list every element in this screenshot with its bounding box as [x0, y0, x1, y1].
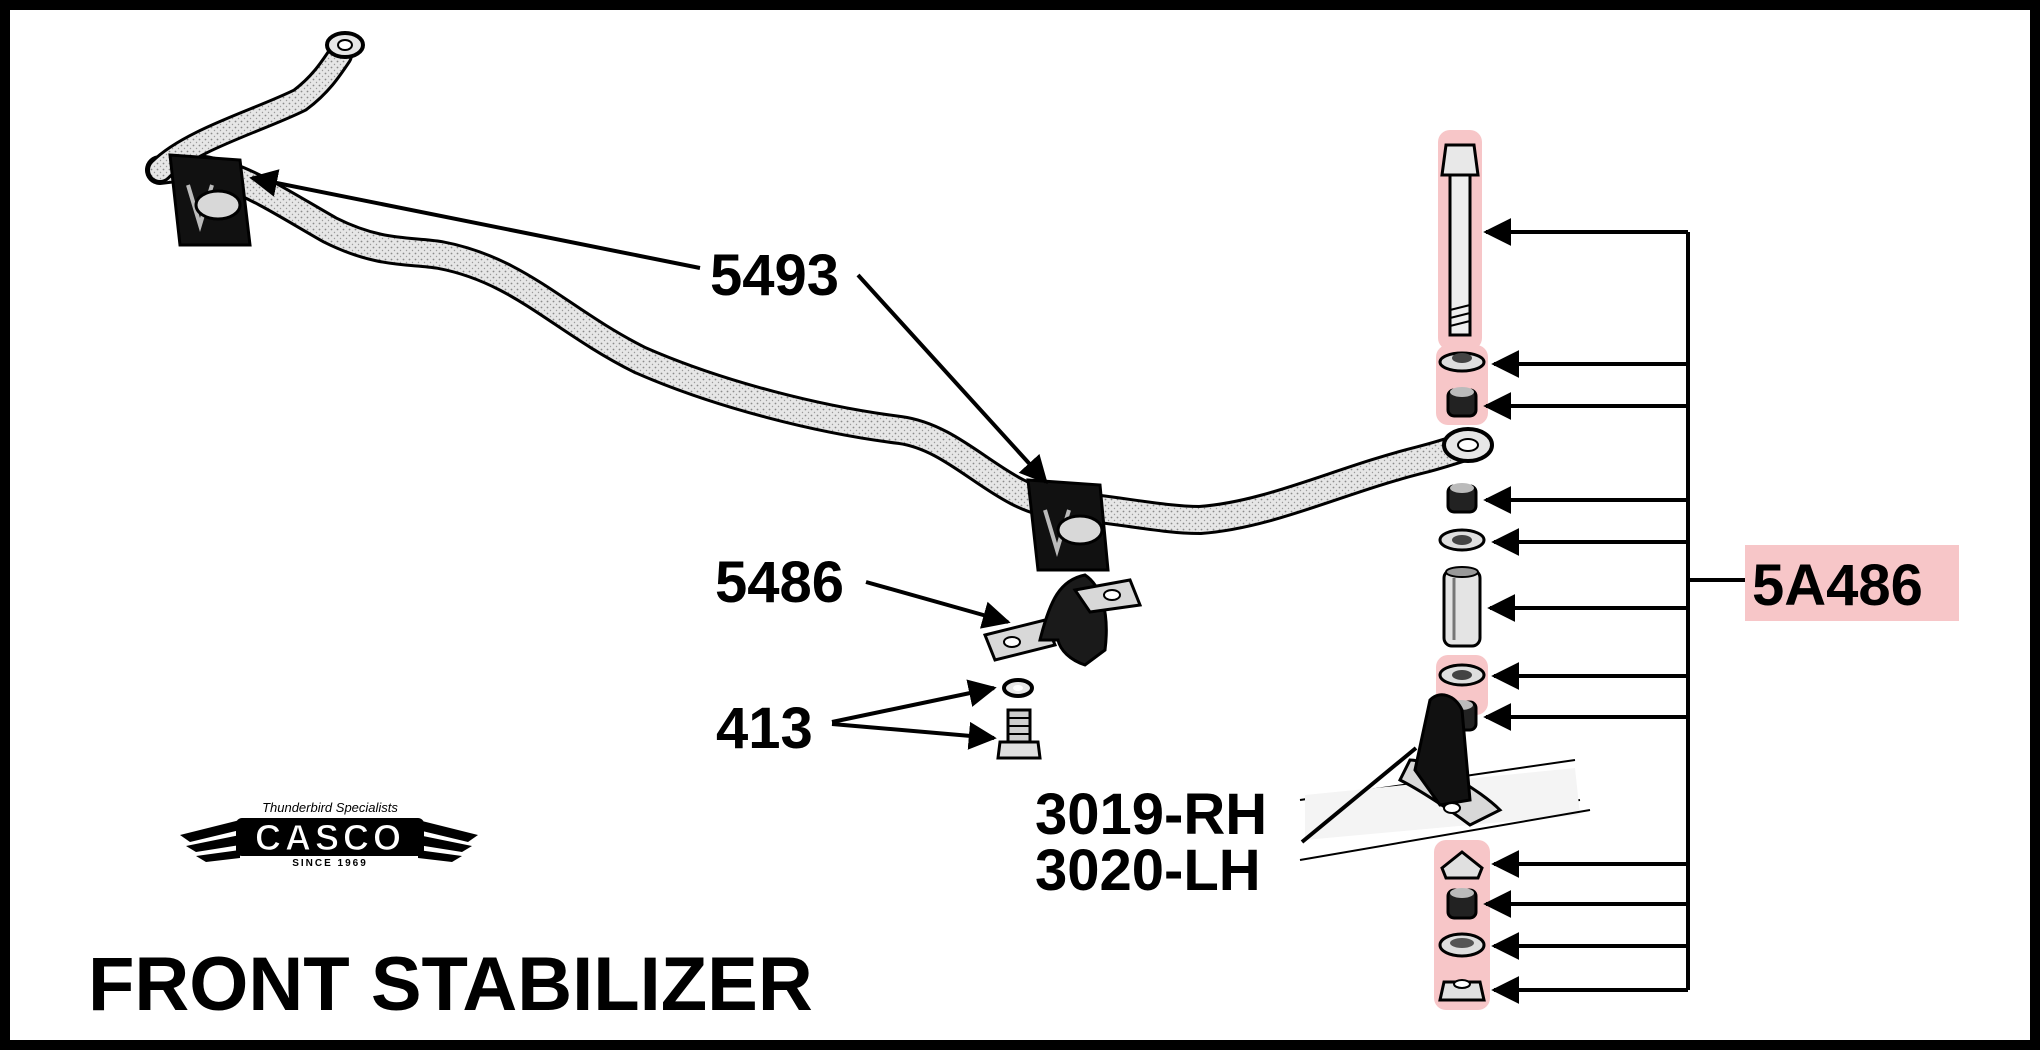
label-5493: 5493 [710, 243, 839, 308]
bottom-bushing-icon [1446, 888, 1478, 920]
logo-brand: CASCO [255, 817, 405, 858]
bushing-left-icon [168, 153, 252, 247]
castle-nut-icon [1438, 979, 1486, 1002]
spacer-sleeve-icon [1442, 566, 1482, 648]
control-arm-bracket-icon [1299, 693, 1591, 861]
bolt-icon [996, 708, 1042, 760]
middle-washer-icon [1438, 528, 1486, 552]
leader-5493 [249, 169, 1048, 485]
logo-since: SINCE 1969 [292, 858, 368, 869]
label-3019-rh: 3019-RH [1035, 782, 1267, 847]
bottom-retainer-icon [1440, 850, 1484, 880]
leader-5486 [865, 580, 1011, 629]
bottom-washer-icon [1438, 932, 1486, 958]
leader-3019-3020 [1300, 746, 1418, 844]
bushing-center-icon [1026, 478, 1110, 572]
label-3020-lh: 3020-LH [1035, 838, 1261, 903]
upper-washer-icon [1438, 351, 1486, 373]
stabilizer-bar [145, 31, 1494, 536]
middle-bushing-icon [1446, 483, 1478, 514]
lower-washer-icon [1438, 663, 1486, 687]
bracket-icon [982, 573, 1143, 667]
casco-logo: Thunderbird Specialists CASCO SINCE 1969 [180, 800, 478, 869]
label-413: 413 [716, 696, 813, 761]
label-5A486: 5A486 [1752, 553, 1923, 618]
lock-washer-icon [1002, 678, 1034, 698]
logo-tagline: Thunderbird Specialists [262, 800, 398, 815]
leader-413 [831, 679, 997, 750]
link-bolt-icon [1440, 143, 1480, 337]
leader-5A486 [1483, 218, 1752, 1004]
label-5486: 5486 [715, 550, 844, 615]
label-5A486-highlight [1745, 545, 1959, 621]
upper-bushing-icon [1446, 387, 1478, 418]
diagram-title: FRONT STABILIZER [88, 942, 813, 1027]
